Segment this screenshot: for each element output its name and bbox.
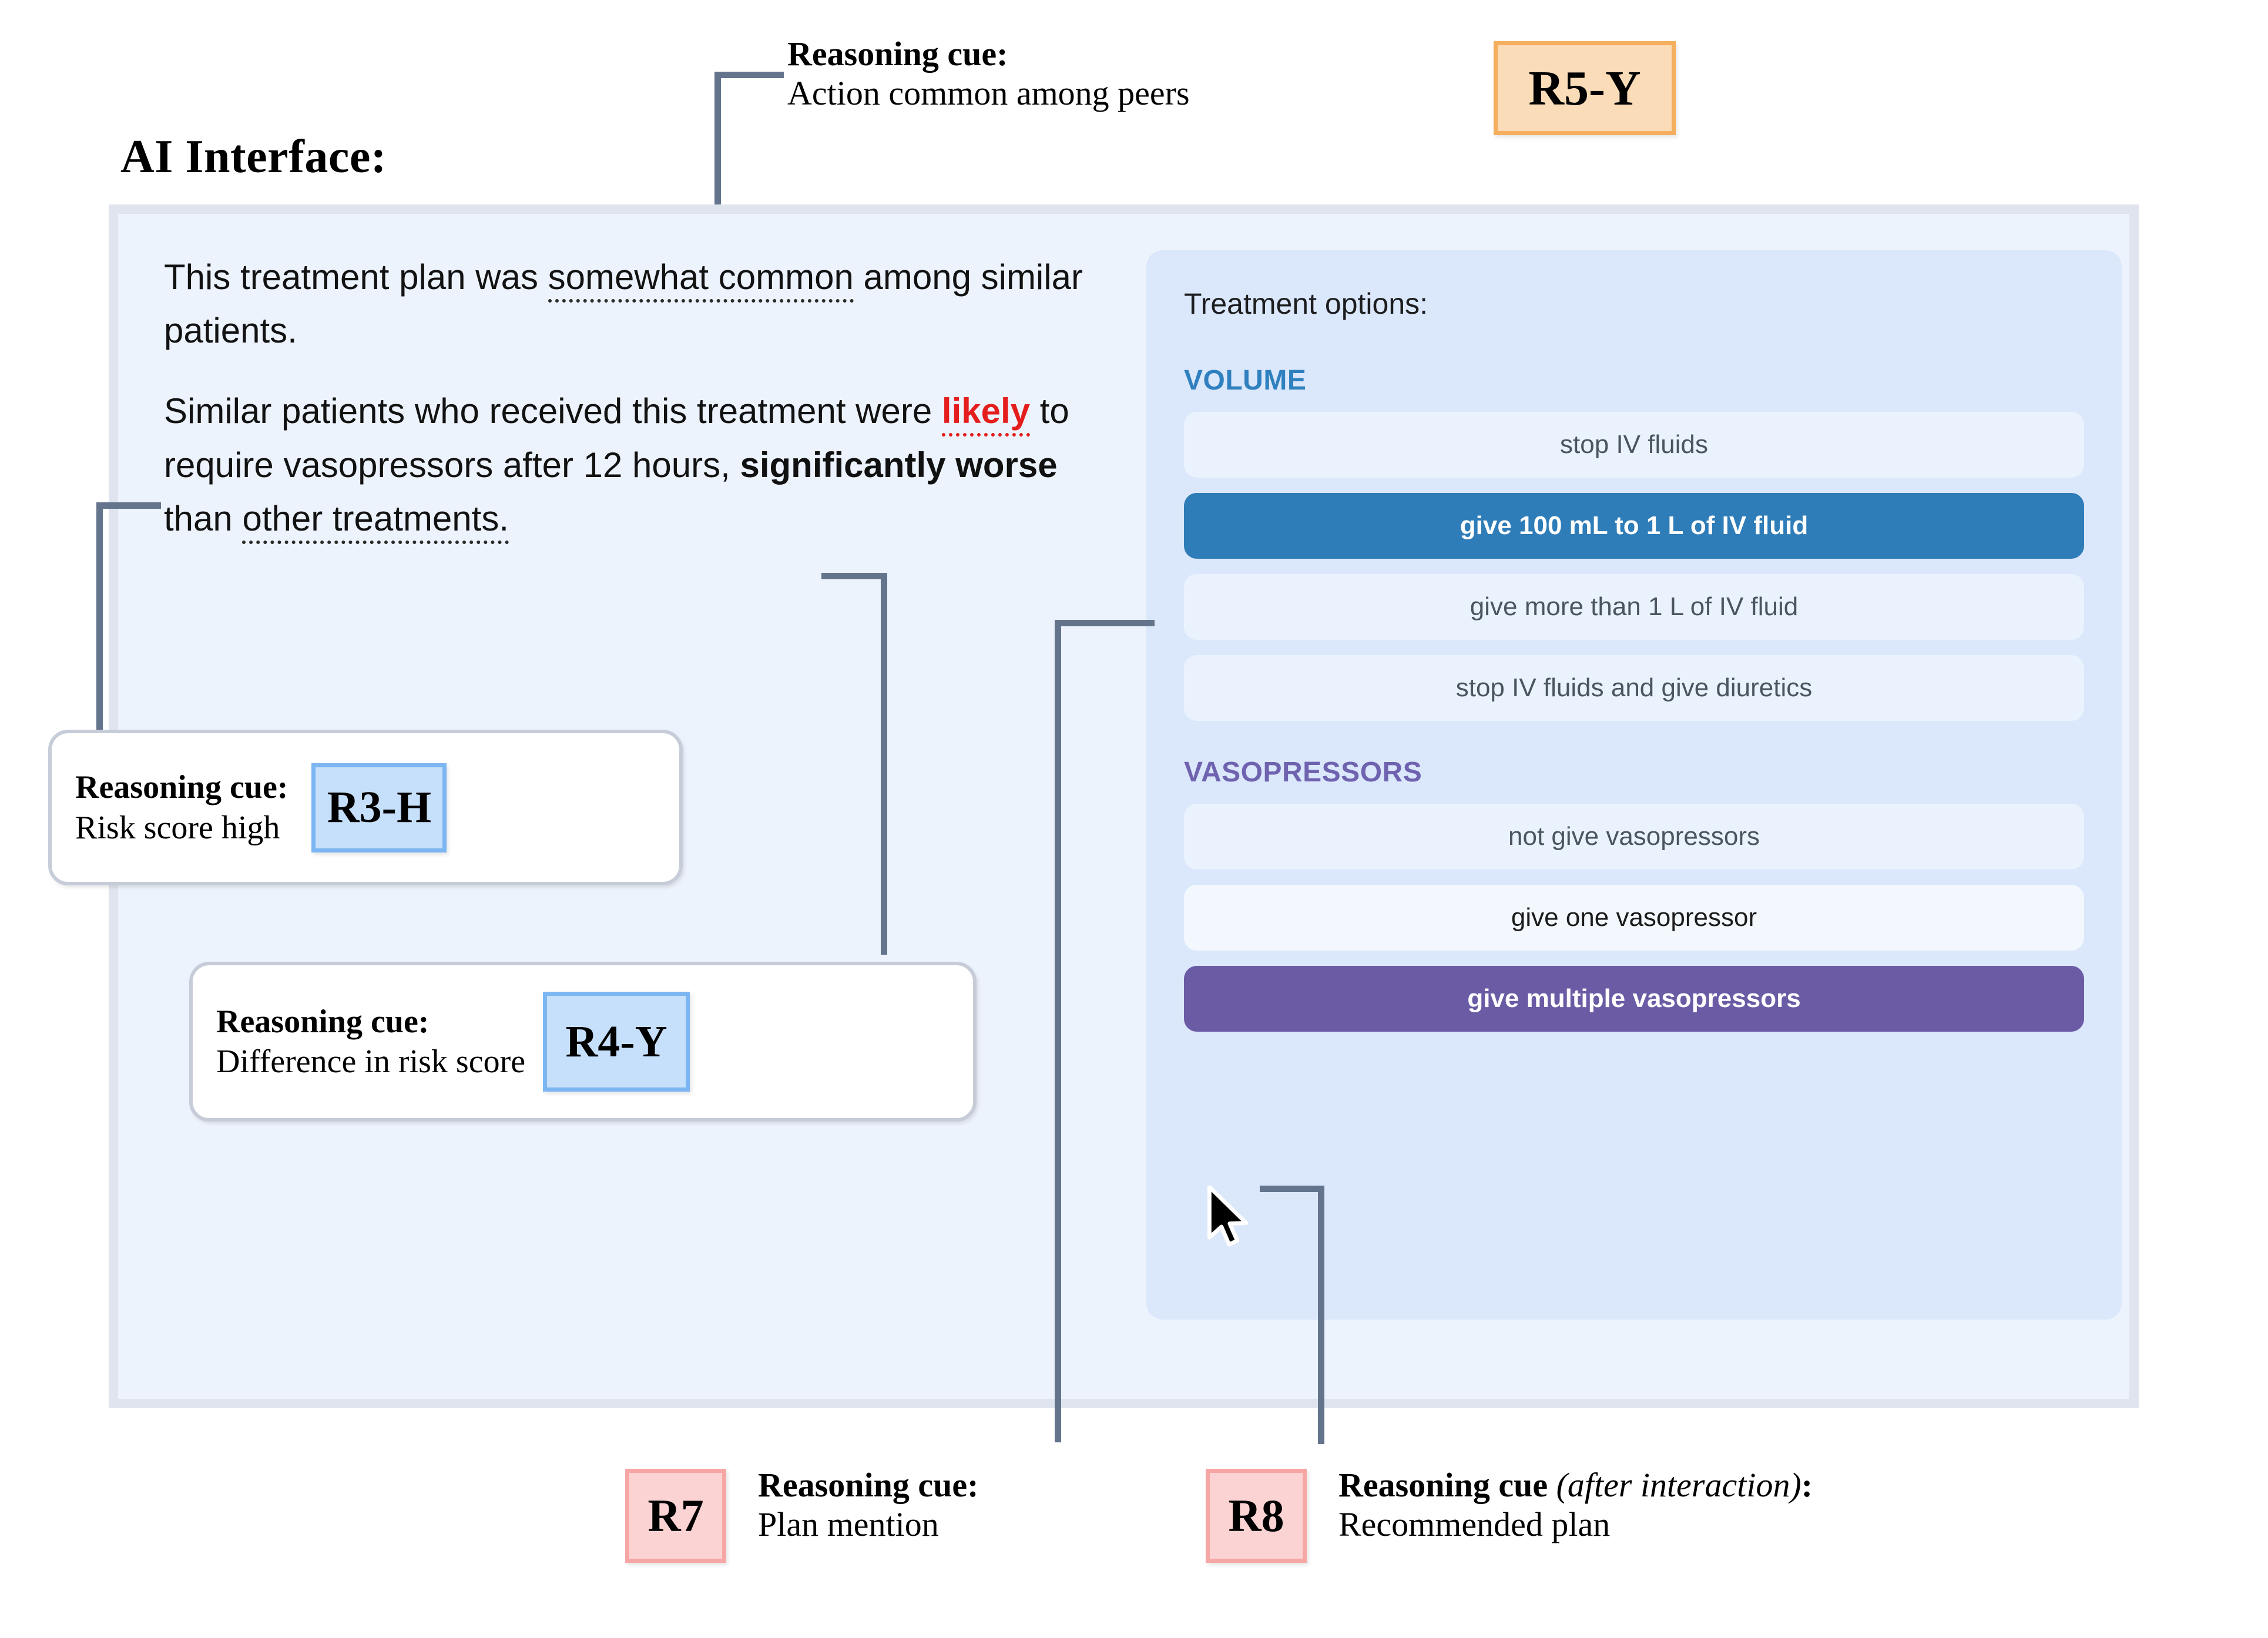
- narrative-p2-bold: significantly worse: [740, 445, 1058, 485]
- option-give-multiple-vasopressors-selected[interactable]: give multiple vasopressors: [1184, 966, 2084, 1032]
- option-give-more-than-1l[interactable]: give more than 1 L of IV fluid: [1184, 574, 2084, 640]
- badge-r5-y: R5-Y: [1494, 41, 1676, 135]
- annotation-r5-desc: Action common among peers: [787, 74, 1190, 113]
- callout-r4: Reasoning cue: Difference in risk score …: [189, 962, 977, 1122]
- badge-r3-h: R3-H: [311, 763, 447, 852]
- narrative-paragraph-2: Similar patients who received this treat…: [164, 384, 1104, 545]
- leader-line-r4-horizontal: [821, 573, 887, 579]
- annotation-r8: Reasoning cue (after interaction): Recom…: [1338, 1465, 2161, 1545]
- leader-line-r7-horizontal: [1055, 620, 1155, 626]
- callout-r3-label: Reasoning cue:: [75, 769, 288, 806]
- annotation-r7: Reasoning cue: Plan mention: [758, 1465, 1193, 1545]
- treatment-options-title: Treatment options:: [1184, 287, 1428, 320]
- callout-r4-label: Reasoning cue:: [216, 1003, 430, 1040]
- callout-r3-desc: Risk score high: [75, 809, 280, 846]
- option-give-100ml-to-1l-selected[interactable]: give 100 mL to 1 L of IV fluid: [1184, 493, 2084, 559]
- callout-r4-text: Reasoning cue: Difference in risk score: [216, 1002, 525, 1082]
- callout-r4-desc: Difference in risk score: [216, 1043, 526, 1080]
- annotation-r5: Reasoning cue: Action common among peers: [787, 34, 1492, 113]
- option-not-give-vasopressors[interactable]: not give vasopressors: [1184, 804, 2084, 870]
- badge-r8: R8: [1206, 1469, 1307, 1563]
- narrative-paragraph-1: This treatment plan was somewhat common …: [164, 250, 1104, 357]
- narrative-p2-part1: Similar patients who received this treat…: [164, 391, 942, 431]
- leader-line-r3-horizontal: [96, 502, 161, 509]
- group-heading-vasopressors: VASOPRESSORS: [1184, 757, 1422, 788]
- annotation-r8-desc: Recommended plan: [1338, 1505, 1611, 1544]
- annotation-r8-label-italic: (after interaction): [1556, 1466, 1801, 1504]
- treatment-options-card: Treatment options: VOLUME stop IV fluids…: [1146, 250, 2122, 1320]
- page-title: AI Interface:: [120, 131, 387, 183]
- narrative-p2-tail: other treatments.: [242, 498, 509, 544]
- callout-r3: Reasoning cue: Risk score high R3-H: [48, 730, 683, 885]
- narrative-p2-part3: than: [164, 498, 243, 538]
- badge-r4-y: R4-Y: [543, 992, 690, 1092]
- option-give-one-vasopressor[interactable]: give one vasopressor: [1184, 885, 2084, 951]
- leader-line-r3-vertical: [96, 502, 103, 752]
- badge-r7: R7: [625, 1469, 726, 1563]
- narrative-p1-highlight: somewhat common: [548, 257, 854, 303]
- leader-line-r5-horizontal: [714, 72, 784, 78]
- narrative-p2-part2: to require vasopressors after 12 hours,: [164, 391, 1069, 485]
- annotation-r7-label: Reasoning cue:: [758, 1466, 979, 1504]
- annotation-r8-label: Reasoning cue (after interaction):: [1338, 1465, 2161, 1505]
- annotation-r7-desc: Plan mention: [758, 1505, 939, 1544]
- narrative-text: This treatment plan was somewhat common …: [164, 250, 1104, 572]
- callout-r3-text: Reasoning cue: Risk score high: [75, 767, 288, 848]
- leader-line-r8-horizontal: [1260, 1186, 1324, 1192]
- ai-interface-panel: This treatment plan was somewhat common …: [109, 204, 2139, 1408]
- leader-line-r8-vertical: [1318, 1186, 1324, 1444]
- narrative-p1-part2: among similar patients.: [164, 257, 1083, 351]
- annotation-r8-label-b: :: [1801, 1466, 1813, 1504]
- leader-line-r7-vertical: [1055, 620, 1061, 1442]
- option-stop-iv-fluids-and-diuretics[interactable]: stop IV fluids and give diuretics: [1184, 655, 2084, 721]
- annotation-r8-label-a: Reasoning cue: [1338, 1466, 1556, 1504]
- narrative-p2-likely: likely: [941, 391, 1031, 437]
- leader-line-r5-vertical: [714, 72, 721, 242]
- mouse-cursor-icon: [1207, 1186, 1249, 1247]
- annotation-r5-label: Reasoning cue:: [787, 35, 1008, 73]
- leader-line-r4-vertical: [881, 573, 887, 955]
- group-spacer: [1184, 736, 2084, 756]
- narrative-p1-part1: This treatment plan was: [164, 257, 548, 297]
- group-heading-volume: VOLUME: [1184, 365, 1307, 396]
- option-stop-iv-fluids[interactable]: stop IV fluids: [1184, 412, 2084, 478]
